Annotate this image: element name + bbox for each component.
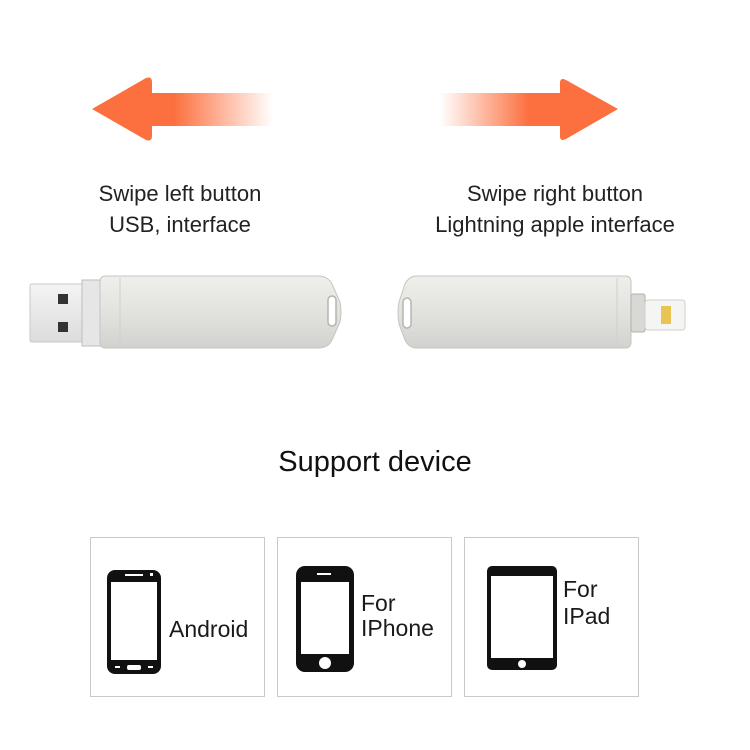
device-label-iphone-line2: IPhone [361,615,434,641]
caption-right-line1: Swipe right button [466,181,644,206]
arrow-left-icon [92,77,273,141]
device-label-iphone-line1: For [361,590,396,616]
device-label-ipad-line2: IPad [563,603,611,629]
arrow-right-icon [440,79,618,140]
device-label-android: Android [169,616,249,642]
ipad-icon [487,566,557,670]
caption-left-line2: USB, interface [109,212,251,237]
caption-left: Swipe left button USB, interface [60,178,300,240]
caption-left-line1: Swipe left button [98,181,262,206]
device-label-ipad-line1: For [563,576,598,602]
caption-right: Swipe right button Lightning apple inter… [390,178,720,240]
device-card-ipad: For IPad [464,537,639,697]
device-card-iphone: For IPhone [277,537,452,697]
support-device-title: Support device [278,446,472,478]
caption-right-line2: Lightning apple interface [435,212,675,237]
android-phone-icon [107,570,161,674]
usb-drive-usb-side-image [29,275,342,349]
iphone-icon [296,566,354,672]
usb-drive-lightning-side-image [397,275,686,349]
device-card-android: Android [90,537,265,697]
